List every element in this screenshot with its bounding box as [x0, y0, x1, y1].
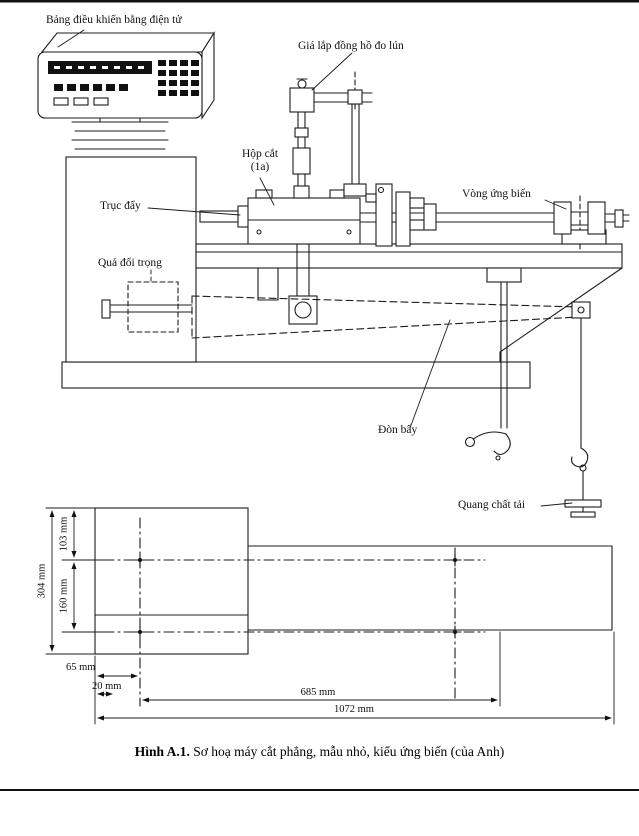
page-top-rule: [0, 0, 639, 3]
gauge-mount-bracket: [289, 71, 373, 197]
settlement-rod: [292, 111, 311, 199]
strain-ring-label: Vòng ứng biến: [462, 188, 531, 200]
lever: [191, 295, 579, 339]
hole-marks: [133, 553, 462, 639]
dim-65mm: 65 mm: [66, 662, 96, 673]
dim-103mm: 103 mm: [58, 516, 70, 552]
bellows: [71, 117, 169, 150]
shear-box-assembly: [199, 189, 361, 245]
counterweight-label: Quả đối trọng: [98, 257, 162, 269]
dim-304mm: 304 mm: [36, 563, 48, 599]
dim-20mm: 20 mm: [92, 681, 122, 692]
counterweight: [101, 281, 193, 333]
proving-ring: [553, 195, 630, 253]
loading-yoke: [257, 243, 318, 325]
dim-160mm: 160 mm: [58, 578, 70, 614]
base-plate: [61, 361, 531, 389]
crosshead: [365, 183, 437, 247]
shear-box-label: Hộp cắt (1a): [230, 148, 290, 174]
leader-lines: [57, 29, 573, 507]
center-lines: [103, 517, 486, 707]
plan-view: [94, 507, 613, 707]
figure-caption: Hình A.1. Sơ hoạ máy cắt phẳng, mẫu nhỏ,…: [0, 744, 639, 760]
shear-box: [247, 197, 361, 245]
jack-screw: [464, 267, 522, 461]
machine-bed: [195, 243, 623, 363]
push-shaft-label: Trục đẩy: [100, 200, 141, 212]
display-segments: [54, 66, 144, 69]
figure-caption-text: Sơ hoạ máy cắt phẳng, mẫu nhỏ, kiểu ứng …: [189, 744, 505, 759]
load-hanger: [564, 301, 602, 518]
keypad: [54, 60, 199, 96]
shear-box-label-line2: (1a): [250, 161, 270, 174]
control-panel-label: Bảng điều khiển bằng điện tử: [46, 14, 182, 26]
drive-rod: [359, 212, 557, 223]
dim-1072mm: 1072 mm: [334, 704, 374, 715]
machine-column: [65, 156, 197, 363]
load-hanger-label: Quang chất tải: [458, 499, 526, 511]
figure-caption-number: Hình A.1.: [134, 744, 190, 759]
shear-box-label-line1: Hộp cắt: [241, 148, 279, 160]
display-strip: [48, 61, 152, 74]
lever-label: Đòn bẩy: [378, 424, 418, 436]
page-bottom-rule: [0, 789, 639, 791]
dimension-lines: [45, 507, 615, 725]
control-panel: [37, 31, 215, 120]
dim-685mm: 685 mm: [300, 687, 336, 698]
gauge-mount-label: Giá lắp đồng hồ đo lún: [298, 40, 404, 52]
